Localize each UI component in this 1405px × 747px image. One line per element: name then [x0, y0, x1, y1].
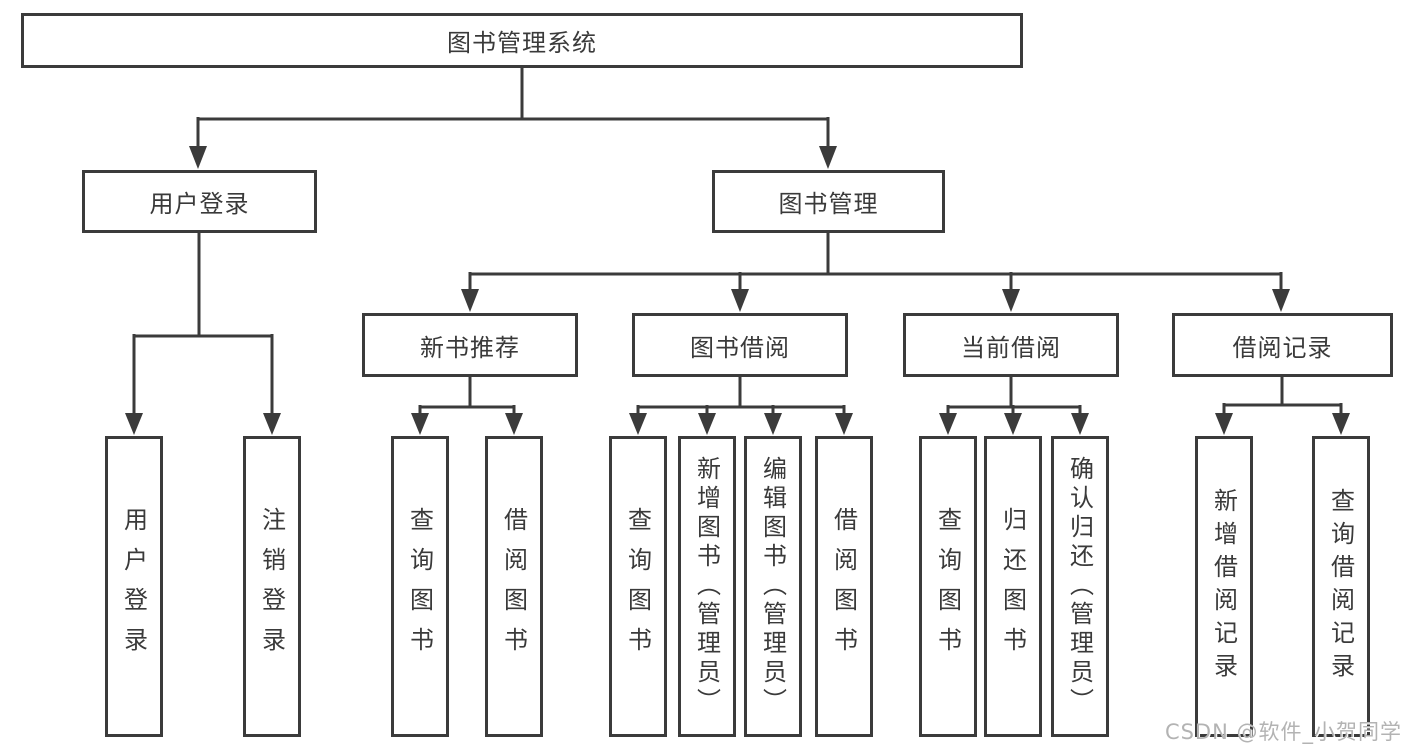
leaf-label: 借阅图书 [829, 506, 858, 667]
node-user-login: 用户登录 [82, 170, 317, 233]
leaf-query-borrow-record: 查询借阅记录 [1312, 436, 1370, 737]
leaf-query-books-recommend: 查询图书 [391, 436, 449, 737]
node-label: 用户登录 [149, 190, 250, 218]
leaf-label: 编辑图书（管理员） [758, 456, 787, 717]
leaf-confirm-return-admin: 确认归还（管理员） [1051, 436, 1109, 737]
leaf-label: 注销登录 [257, 506, 286, 667]
leaf-label: 确认归还（管理员） [1065, 456, 1094, 717]
node-new-book-recommend: 新书推荐 [362, 313, 578, 377]
node-label: 图书借阅 [690, 333, 790, 362]
leaf-label: 借阅图书 [499, 506, 528, 667]
node-current-borrow: 当前借阅 [903, 313, 1119, 377]
leaf-add-borrow-record: 新增借阅记录 [1195, 436, 1253, 737]
node-book-management: 图书管理 [712, 170, 945, 233]
root-node-label: 图书管理系统 [447, 29, 597, 57]
leaf-label: 新增图书（管理员） [692, 456, 721, 717]
node-label: 图书管理 [778, 190, 879, 218]
leaf-label: 查询借阅记录 [1326, 487, 1355, 686]
node-label: 当前借阅 [961, 333, 1061, 362]
leaf-query-books-borrow: 查询图书 [609, 436, 667, 737]
leaf-add-books-admin: 新增图书（管理员） [678, 436, 736, 737]
leaf-label: 归还图书 [998, 506, 1027, 667]
node-book-borrow: 图书借阅 [632, 313, 848, 377]
leaf-label: 查询图书 [933, 506, 962, 667]
node-borrow-record: 借阅记录 [1172, 313, 1393, 377]
leaf-logout: 注销登录 [243, 436, 301, 737]
node-label: 新书推荐 [420, 333, 520, 362]
leaf-label: 查询图书 [405, 506, 434, 667]
leaf-return-books: 归还图书 [984, 436, 1042, 737]
leaf-edit-books-admin: 编辑图书（管理员） [744, 436, 802, 737]
root-node-library-system: 图书管理系统 [21, 13, 1023, 68]
leaf-query-books-current: 查询图书 [919, 436, 977, 737]
leaf-label: 新增借阅记录 [1209, 487, 1238, 686]
leaf-label: 查询图书 [623, 506, 652, 667]
leaf-borrow-books: 借阅图书 [815, 436, 873, 737]
csdn-watermark: CSDN @软件_小贺同学 [1164, 720, 1402, 744]
node-label: 借阅记录 [1232, 333, 1333, 362]
leaf-user-login: 用户登录 [105, 436, 163, 737]
leaf-label: 用户登录 [119, 506, 148, 667]
leaf-borrow-books-recommend: 借阅图书 [485, 436, 543, 737]
